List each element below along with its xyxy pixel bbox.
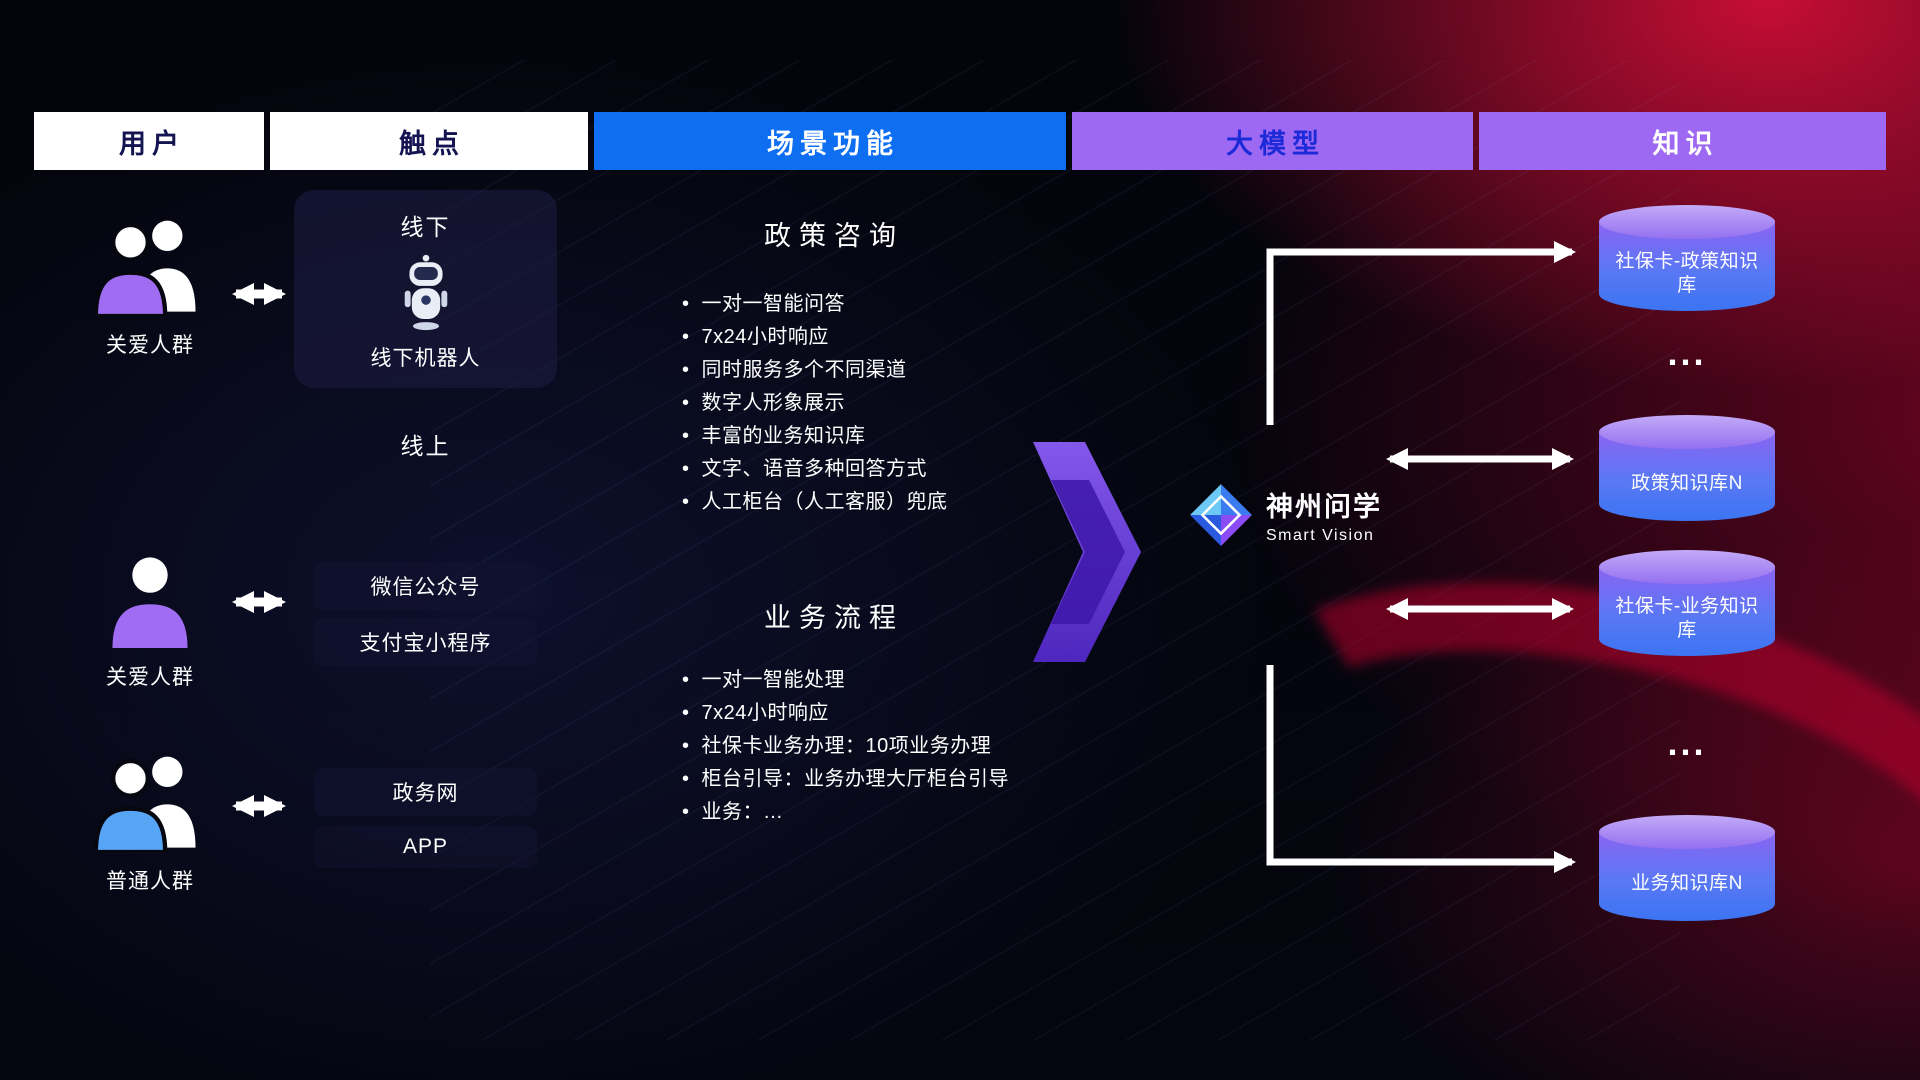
database-cylinder: 社保卡-政策知识库 — [1599, 222, 1775, 311]
ellipsis-more: ... — [1667, 722, 1707, 763]
robot-icon — [404, 254, 447, 331]
scenario-title-policy: 政策咨询 — [764, 221, 904, 251]
offline-touchpoint-card: 线下 线下机器人 — [294, 190, 557, 388]
feature-item: 数字人形象展示 — [682, 387, 1082, 420]
gem-logo-icon — [1190, 484, 1252, 546]
database-label: 政策知识库N — [1631, 472, 1743, 494]
scenario-business-list: 一对一智能处理 7x24小时响应 社保卡业务办理：10项业务办理 柜台引导：业务… — [682, 664, 1082, 829]
lane-header-users: 用户 — [34, 112, 264, 170]
lane-header-label: 知识 — [1652, 128, 1719, 159]
database-label: 社保卡-政策知识库 — [1615, 250, 1759, 296]
online-title: 线上 — [400, 433, 451, 459]
user-group-care-2: 关爱人群 — [60, 548, 240, 691]
lane-header-label: 大模型 — [1226, 128, 1325, 159]
model-name: 神州问学 — [1266, 492, 1382, 522]
channel-app: APP — [314, 826, 537, 868]
database-cylinder-top — [1599, 815, 1775, 849]
user-group-label: 关爱人群 — [106, 334, 194, 357]
feature-item: 7x24小时响应 — [682, 697, 1082, 730]
feature-item: 人工柜台（人工客服）兜底 — [682, 486, 1082, 519]
feature-item: 一对一智能处理 — [682, 664, 1082, 697]
feature-item: 一对一智能问答 — [682, 288, 1082, 321]
database-cylinder-top — [1599, 205, 1775, 239]
offline-title: 线下 — [400, 214, 451, 240]
user-group-general: 普通人群 — [60, 748, 240, 895]
feature-item: 7x24小时响应 — [682, 321, 1082, 354]
database-label: 业务知识库N — [1631, 872, 1743, 894]
model-subtitle: Smart Vision — [1266, 527, 1375, 544]
lane-header-label: 触点 — [399, 128, 465, 159]
scenario-title-business: 业务流程 — [764, 603, 904, 633]
offline-robot-label: 线下机器人 — [370, 347, 481, 370]
red-swoosh-decoration — [1137, 500, 1920, 1080]
channel-alipay: 支付宝小程序 — [314, 618, 537, 666]
model-logo: 神州问学 Smart Vision — [1188, 482, 1382, 548]
lane-header-label: 场景功能 — [767, 128, 899, 159]
database-cylinder: 社保卡-业务知识库 — [1599, 567, 1775, 656]
lane-header-touchpoints: 触点 — [270, 112, 588, 170]
feature-item: 文字、语音多种回答方式 — [682, 453, 1082, 486]
scenario-policy-list: 一对一智能问答 7x24小时响应 同时服务多个不同渠道 数字人形象展示 丰富的业… — [682, 288, 1082, 519]
knowledge-db-business-ssc: 社保卡-业务知识库 — [1599, 550, 1775, 656]
ellipsis-more: ... — [1667, 332, 1707, 373]
person-icon — [112, 557, 188, 648]
database-cylinder-top — [1599, 415, 1775, 449]
feature-item: 社保卡业务办理：10项业务办理 — [682, 730, 1082, 763]
knowledge-db-policy-ssc: 社保卡-政策知识库 — [1599, 205, 1775, 311]
feature-item: 丰富的业务知识库 — [682, 420, 1082, 453]
database-label: 社保卡-业务知识库 — [1615, 595, 1759, 641]
database-cylinder-top — [1599, 550, 1775, 584]
user-group-label: 普通人群 — [106, 870, 194, 893]
feature-item: 同时服务多个不同渠道 — [682, 354, 1082, 387]
group-users-icon — [93, 756, 196, 855]
channel-wechat: 微信公众号 — [314, 562, 537, 610]
lane-header-knowledge: 知识 — [1479, 112, 1886, 170]
group-users-icon — [93, 220, 196, 319]
channel-govweb: 政务网 — [314, 768, 537, 816]
arrow-model-db4 — [1266, 665, 1576, 873]
flow-arrow-icon — [1033, 442, 1141, 662]
user-group-label: 关爱人群 — [106, 666, 194, 689]
feature-item: 柜台引导：业务办理大厅柜台引导 — [682, 763, 1082, 796]
lane-header-label: 用户 — [119, 128, 185, 159]
knowledge-db-business-n: 业务知识库N — [1599, 815, 1775, 921]
feature-item: 业务：… — [682, 796, 1082, 829]
arrow-model-db1 — [1266, 241, 1576, 425]
lane-header-llm: 大模型 — [1072, 112, 1473, 170]
user-group-care-1: 关爱人群 — [60, 212, 240, 359]
lane-header-scenarios: 场景功能 — [594, 112, 1066, 170]
knowledge-db-policy-n: 政策知识库N — [1599, 415, 1775, 521]
